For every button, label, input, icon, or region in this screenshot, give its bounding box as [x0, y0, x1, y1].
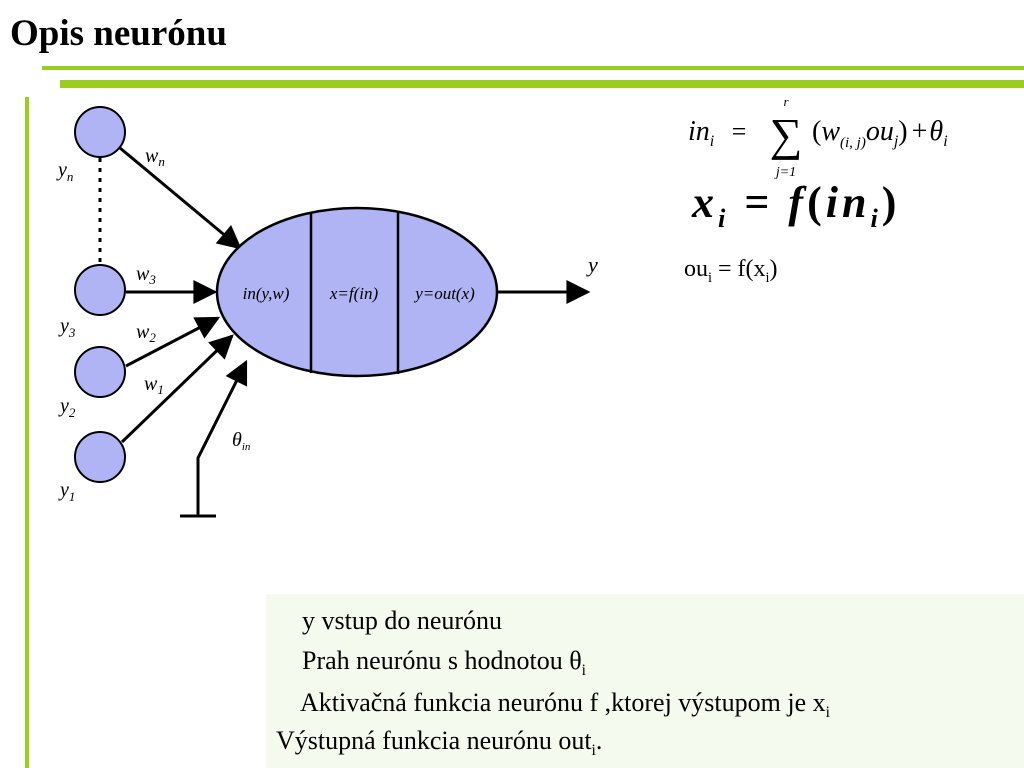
- neuron-section-input: in(y,w): [243, 284, 290, 303]
- weight-arrow-1: [120, 334, 234, 444]
- page-title: Opis neurónu: [10, 13, 227, 54]
- title-underline-thin: [42, 66, 1024, 70]
- input-node-n: [74, 106, 126, 158]
- note-input: y vstup do neurónu: [302, 606, 503, 635]
- threshold-line: [196, 359, 248, 516]
- weight-arrow-2: [125, 316, 221, 368]
- note-output: Výstupná funkcia neurónu outi.: [276, 726, 603, 760]
- title-underline-thick: [60, 80, 1024, 88]
- weight-label-3: w3: [136, 263, 156, 287]
- input-label-3: y3: [58, 315, 76, 340]
- equation-output: oui = f(xi): [684, 256, 778, 286]
- input-node-1: [74, 431, 126, 483]
- threshold-label: θin: [232, 429, 251, 453]
- weight-arrow-n: [119, 146, 242, 250]
- equation-net-input: ini = r ∑ j=1 (w(i, j)ouj)+θi: [688, 96, 948, 180]
- weight-label-n: wn: [145, 145, 165, 169]
- input-label-1: y1: [58, 479, 75, 504]
- eq1-equals: =: [730, 117, 748, 146]
- weight-label-2: w2: [136, 321, 156, 345]
- input-label-2: y2: [58, 395, 76, 420]
- eq1-term: (w(i, j)ouj)+θi: [812, 116, 948, 151]
- notes-box: y vstup do neurónu Prah neurónu s hodnot…: [266, 594, 1024, 768]
- eq1-sum-bottom: j=1: [774, 165, 796, 180]
- weight-label-1: w1: [144, 373, 164, 397]
- output-label: y: [586, 252, 598, 277]
- neuron-section-activation: x=f(in): [329, 284, 379, 303]
- input-node-3: [74, 264, 126, 316]
- neuron-section-output: y=out(x): [413, 284, 475, 303]
- left-accent-bar: [25, 97, 29, 768]
- note-activation: Aktivačná funkcia neurónu f ,ktorej výst…: [300, 688, 830, 722]
- eq1-sum-top: r: [783, 96, 789, 109]
- equation-activation: xi = f(ini): [692, 178, 901, 233]
- input-label-n: yn: [56, 159, 73, 184]
- note-threshold: Prah neurónu s hodnotou θi: [302, 646, 586, 680]
- sigma-icon: ∑: [770, 109, 803, 160]
- input-node-2: [74, 346, 126, 398]
- eq1-lhs: ini: [688, 116, 714, 150]
